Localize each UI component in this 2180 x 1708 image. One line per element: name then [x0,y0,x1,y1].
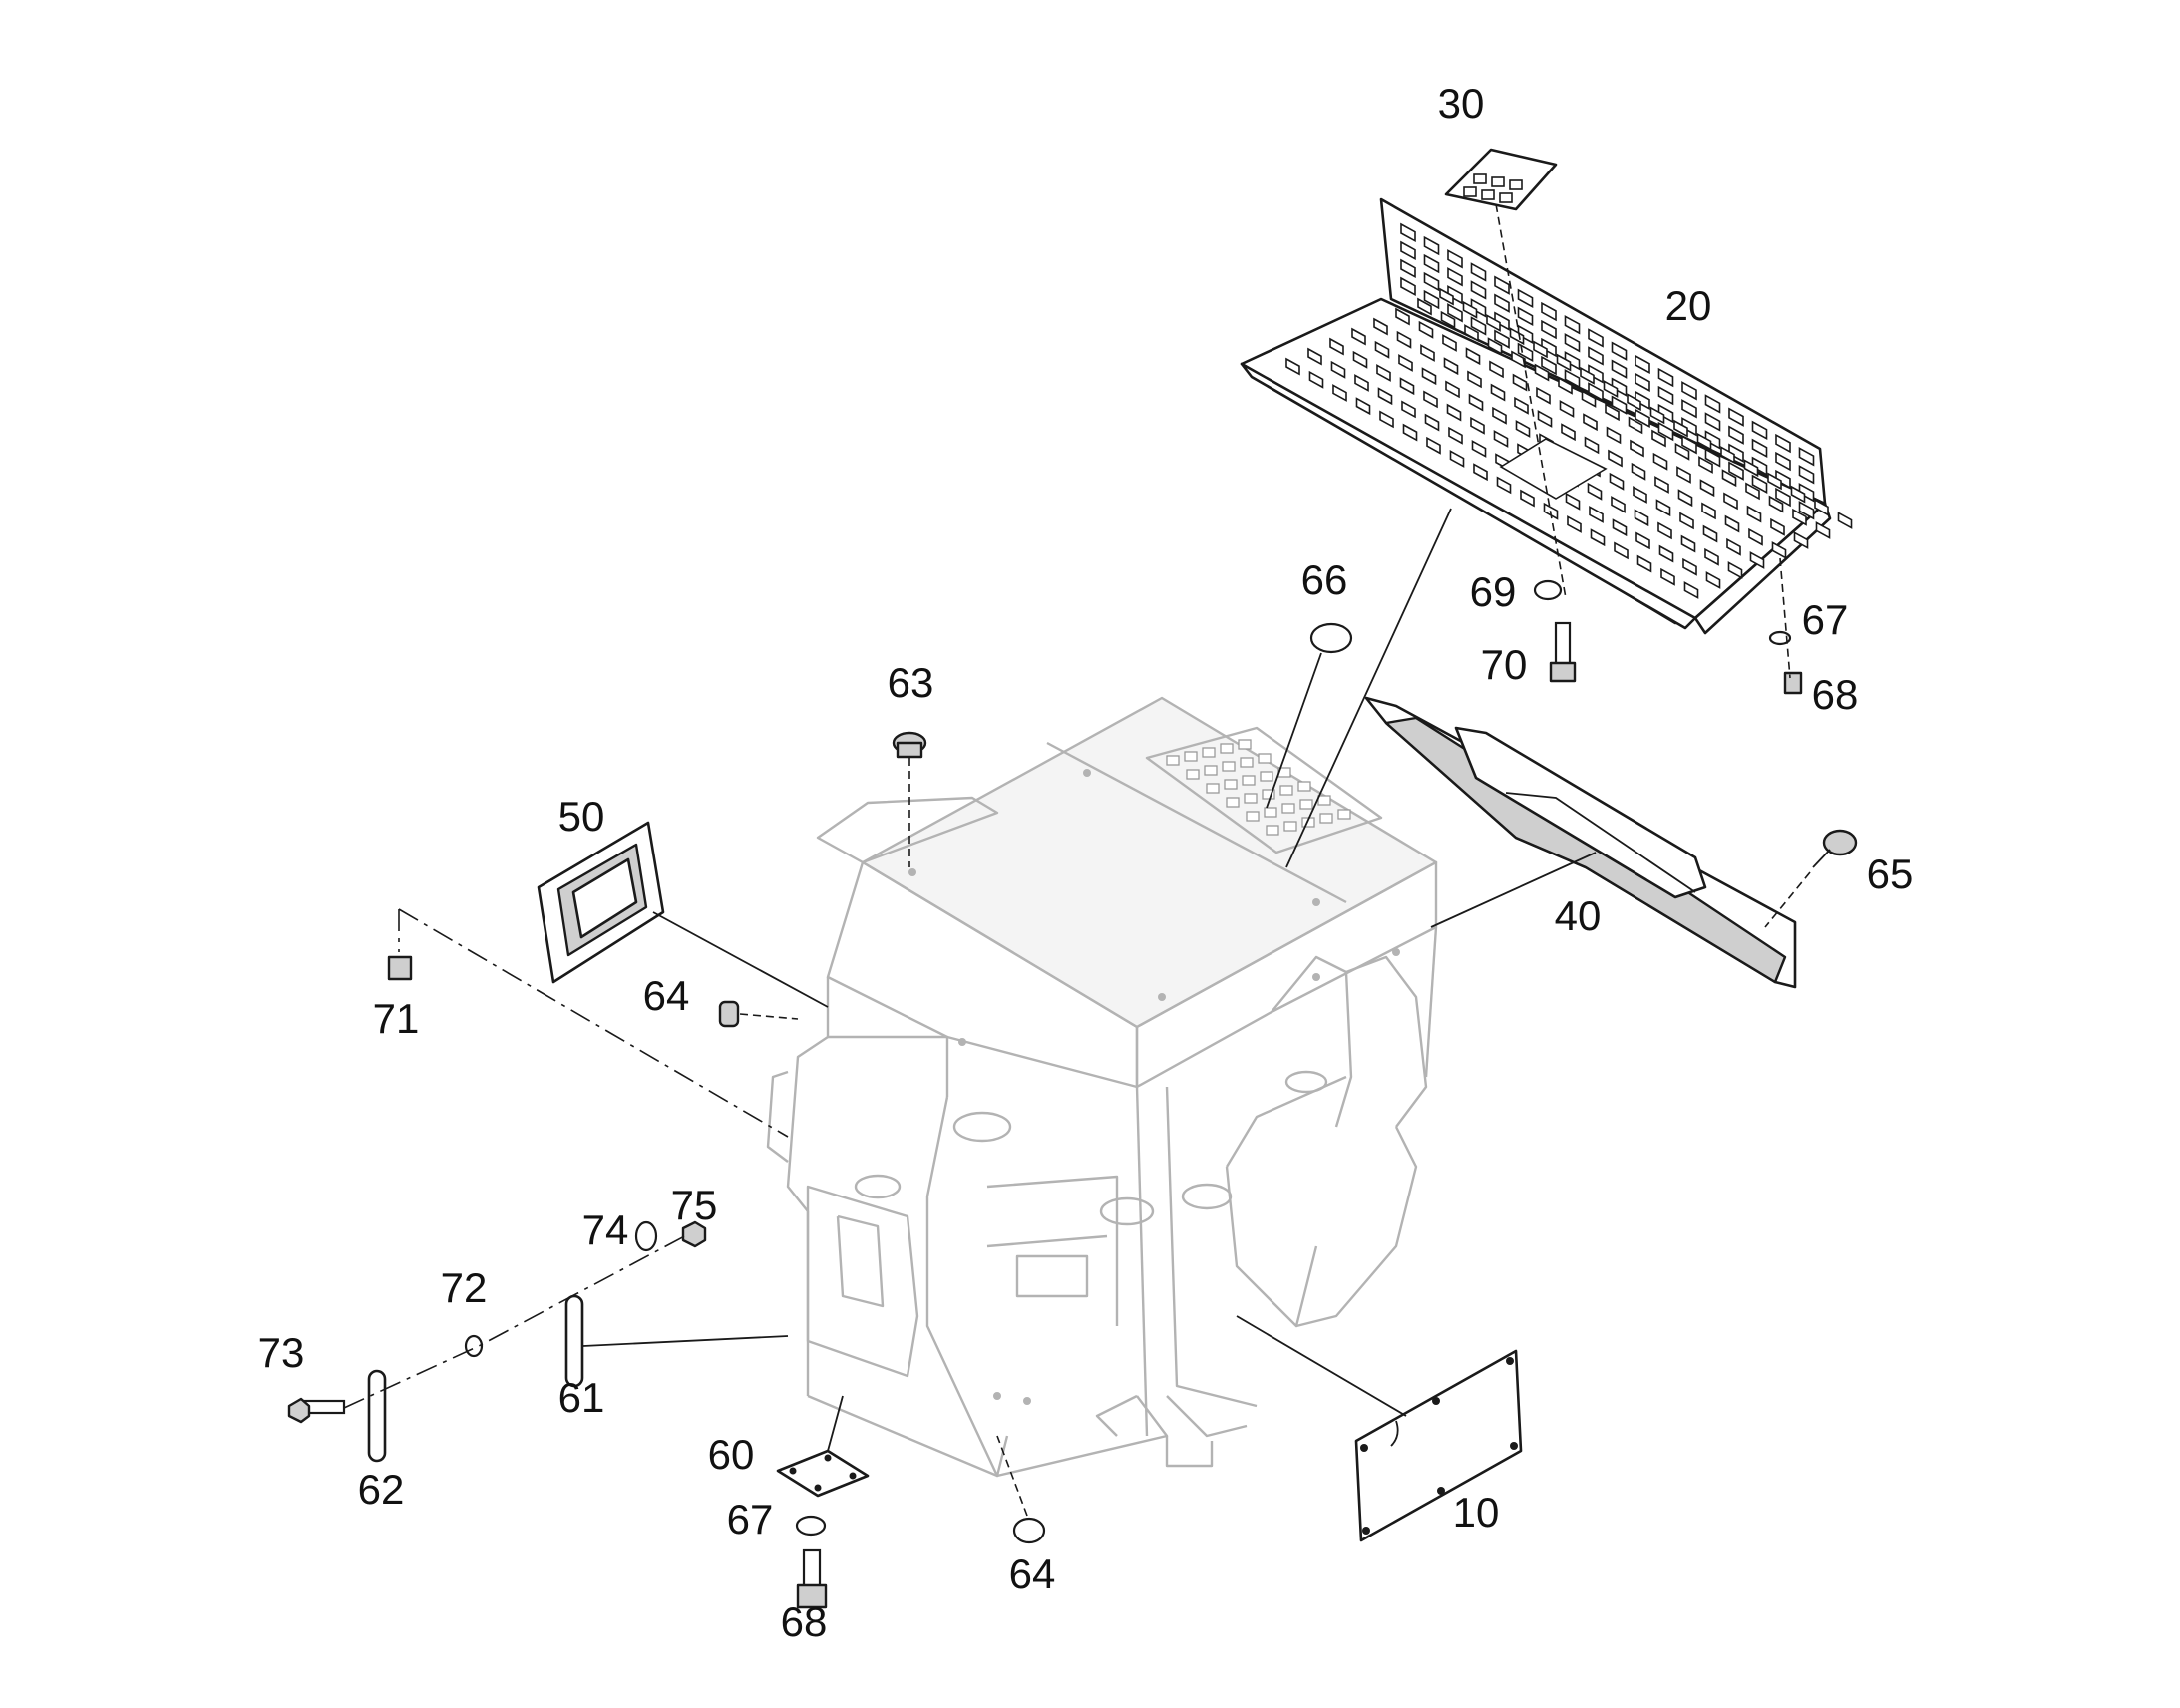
part-30-bracket [1444,148,1558,211]
callout-60: 60 [708,1431,755,1478]
callout-64b: 64 [1009,1550,1056,1597]
part-50-gasket [537,821,665,984]
part-60-plate [776,1449,870,1498]
callout-40: 40 [1555,892,1602,939]
callouts: 10 20 30 40 50 60 61 62 63 64 64 65 66 6… [258,80,1914,1645]
callout-61: 61 [558,1374,605,1421]
callout-75: 75 [671,1182,718,1228]
callout-70: 70 [1481,641,1528,688]
callout-10: 10 [1453,1489,1500,1536]
part-20-floor-plate [1240,197,1853,635]
callout-68a: 68 [1812,671,1859,718]
callout-67b: 67 [727,1496,774,1542]
fasteners [287,579,1858,1609]
callout-72: 72 [441,1264,488,1311]
callout-73: 73 [258,1329,305,1376]
callout-69: 69 [1470,568,1517,615]
cab-frame [766,696,1438,1478]
part-10-cover-plate [1354,1349,1523,1542]
callout-50: 50 [558,793,605,840]
callout-67a: 67 [1802,596,1849,643]
callout-64a: 64 [643,972,690,1019]
callout-74: 74 [582,1206,629,1253]
part-40-trim-channel [1364,696,1797,989]
callout-65: 65 [1867,851,1914,897]
callout-71: 71 [373,995,420,1042]
roof-grille [1145,726,1383,854]
callout-66: 66 [1301,556,1348,603]
callout-20: 20 [1665,282,1712,329]
callout-30: 30 [1438,80,1485,127]
callout-68b: 68 [781,1598,828,1645]
part-61-strap [564,1294,584,1388]
part-62-strap [367,1369,387,1463]
callout-63: 63 [888,659,934,706]
leader-lines [343,203,1811,1517]
callout-62: 62 [358,1466,405,1513]
